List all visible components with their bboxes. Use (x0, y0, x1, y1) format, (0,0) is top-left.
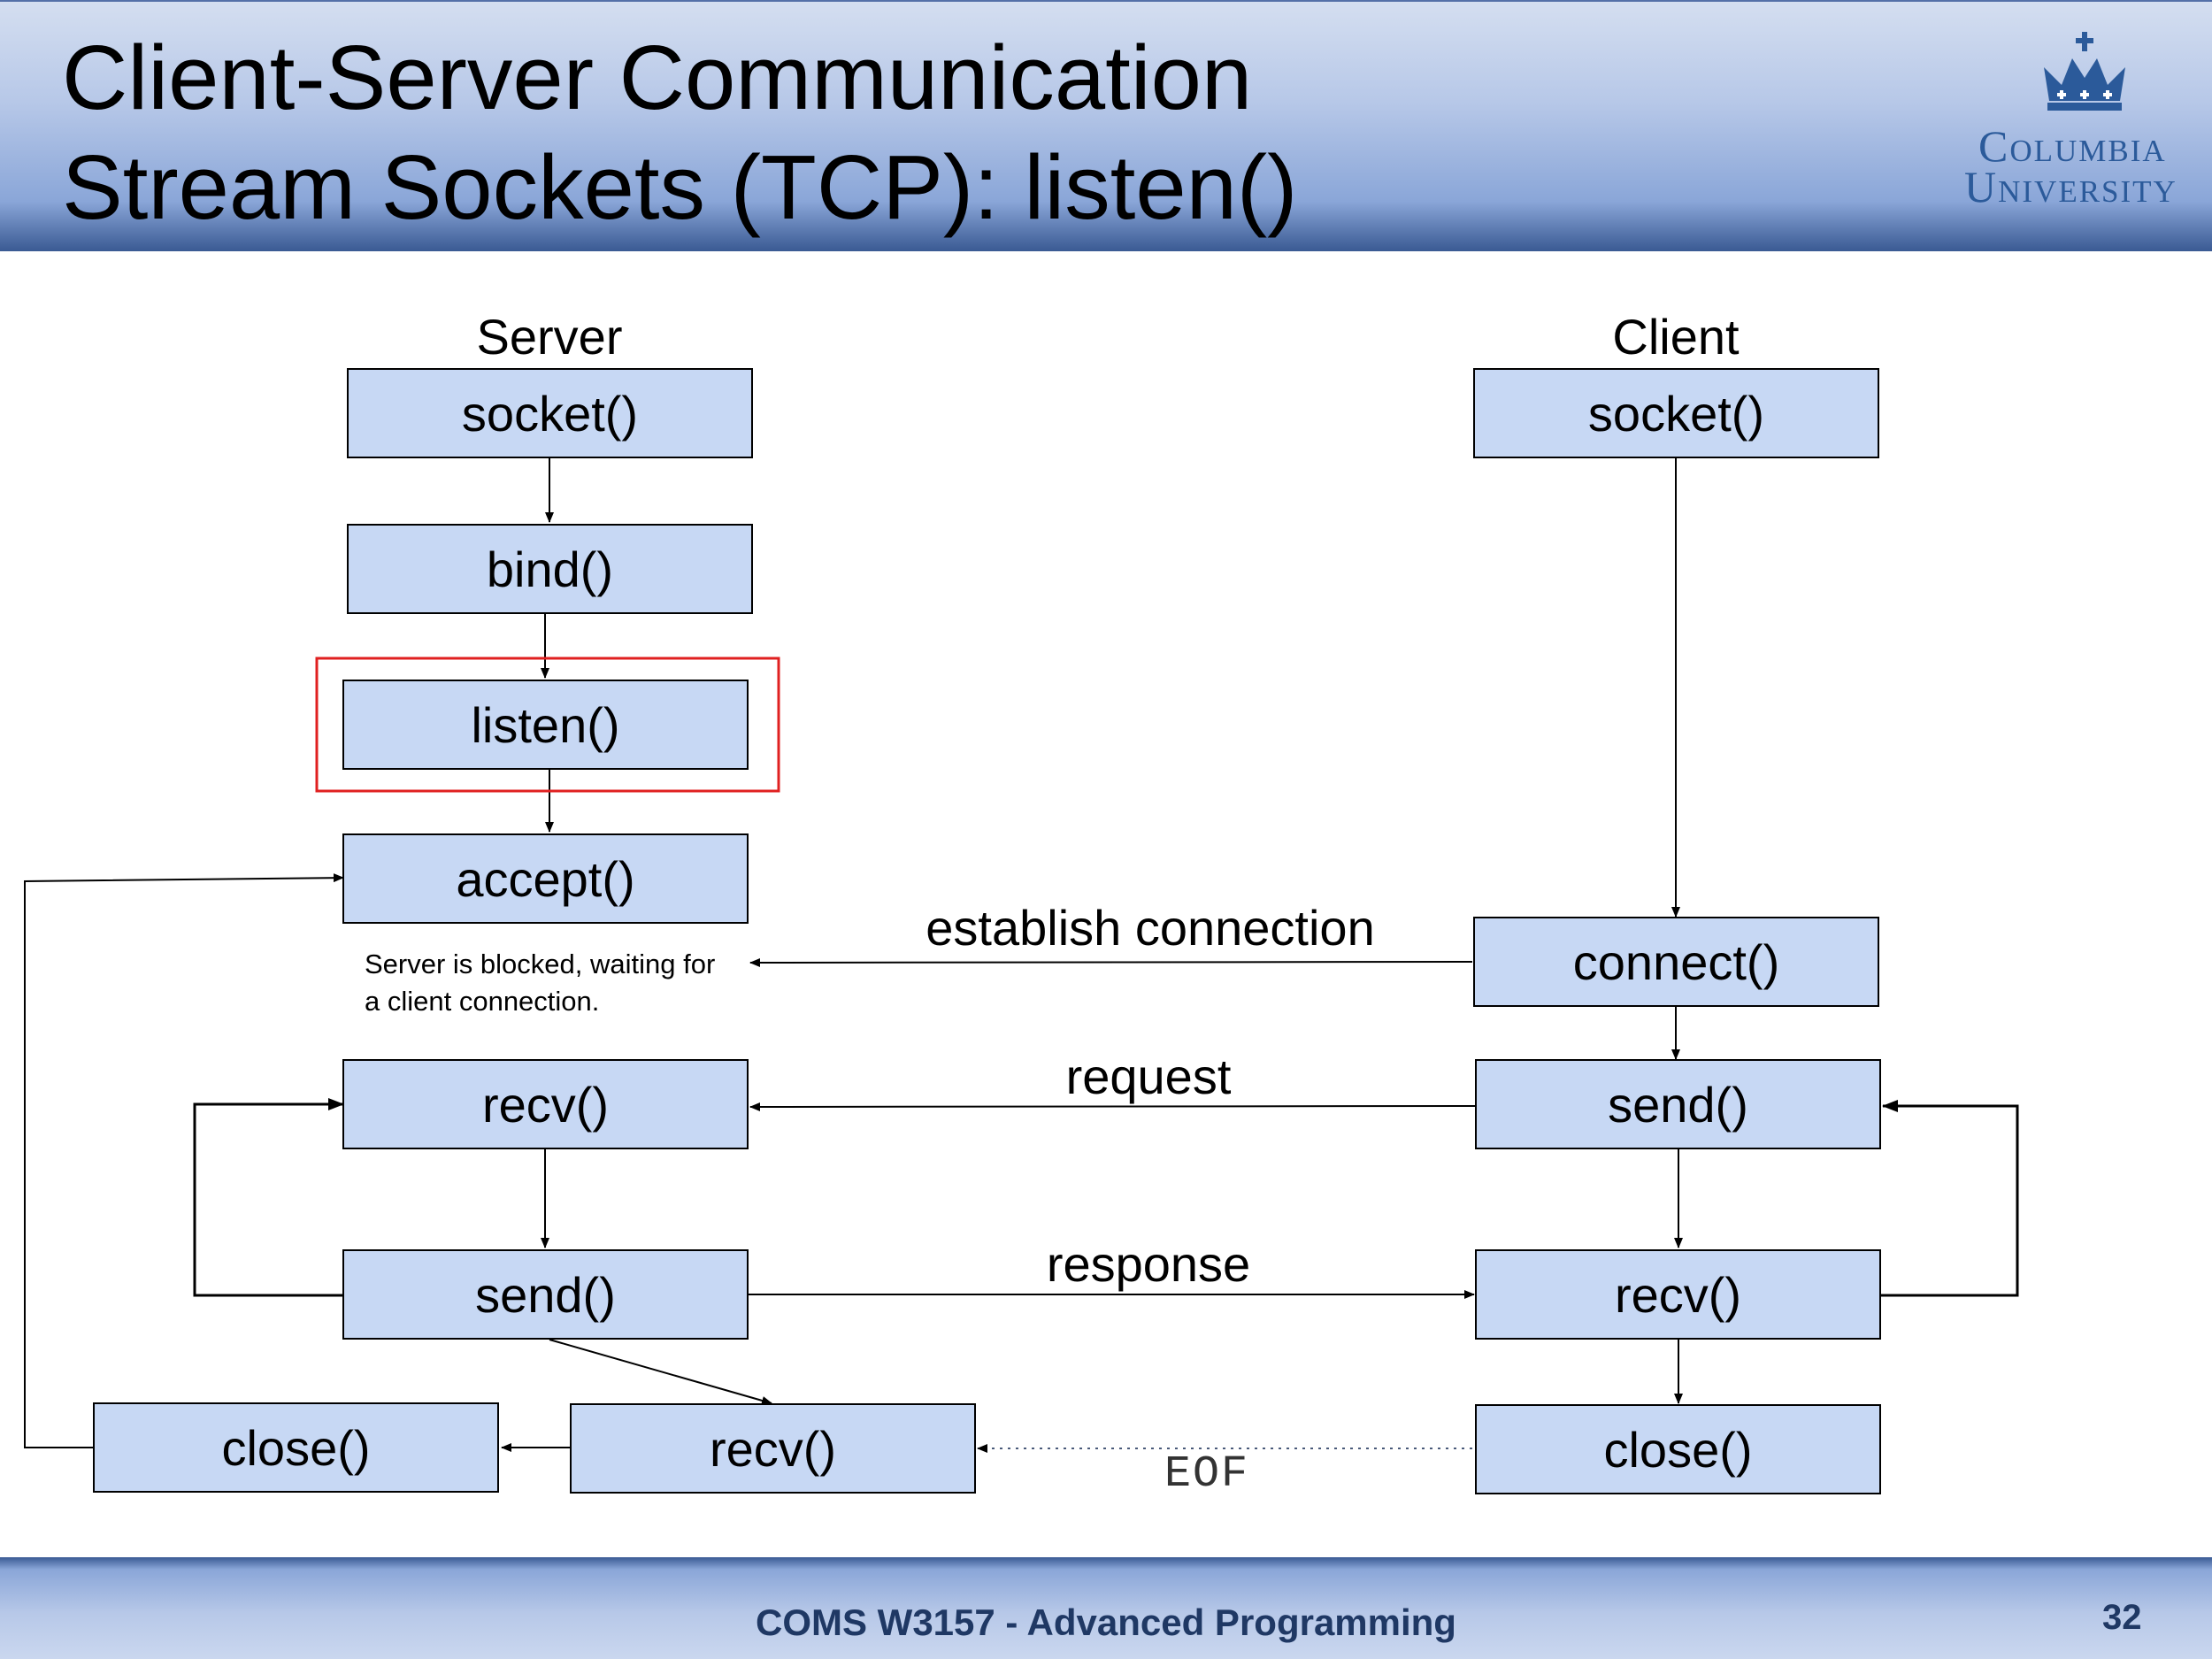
server-close-box: close() (93, 1402, 499, 1493)
slide-footer (0, 1557, 2212, 1659)
loop-send-to-recv (193, 1098, 344, 1297)
arrow-send-to-recv-eof (549, 1339, 772, 1405)
client-heading: Client (1612, 309, 1740, 365)
course-title: COMS W3157 - Advanced Programming (756, 1601, 1456, 1643)
arrow-request (749, 1102, 1477, 1111)
client-close-box: close() (1475, 1404, 1881, 1494)
client-recv-box: recv() (1475, 1249, 1881, 1340)
label-eof: EOF (1164, 1449, 1250, 1500)
loop-recv-to-send (1881, 1100, 2019, 1297)
slide-title-line-1: Client-Server Communication (62, 27, 1253, 128)
server-blocked-note-line-1: Server is blocked, waiting for (365, 949, 716, 979)
client-socket-box: socket() (1473, 368, 1879, 458)
arrow-establish-connection (749, 957, 1473, 967)
crown-icon (2044, 32, 2125, 111)
server-recv-eof-box: recv() (570, 1403, 976, 1494)
server-socket-box: socket() (347, 368, 753, 458)
server-heading: Server (476, 309, 623, 365)
logo-text-university: University (1964, 162, 2177, 211)
server-listen-box: listen() (342, 680, 749, 770)
client-send-box: send() (1475, 1059, 1881, 1149)
slide-header (0, 0, 2212, 251)
logo-text-columbia: Columbia (1978, 121, 2167, 171)
server-bind-box: bind() (347, 524, 753, 614)
label-establish-connection: establish connection (926, 900, 1375, 956)
page-number: 32 (2102, 1598, 2142, 1637)
label-response: response (1046, 1236, 1251, 1292)
listen-highlight (315, 657, 780, 793)
server-send-box: send() (342, 1249, 749, 1340)
loop-close-to-accept (24, 873, 344, 1448)
server-recv-box: recv() (342, 1059, 749, 1149)
label-request: request (1065, 1048, 1232, 1104)
client-connect-box: connect() (1473, 917, 1879, 1007)
server-accept-box: accept() (342, 833, 749, 924)
server-blocked-note-line-2: a client connection. (365, 986, 600, 1017)
slide-title-line-2: Stream Sockets (TCP): listen() (62, 136, 1298, 238)
